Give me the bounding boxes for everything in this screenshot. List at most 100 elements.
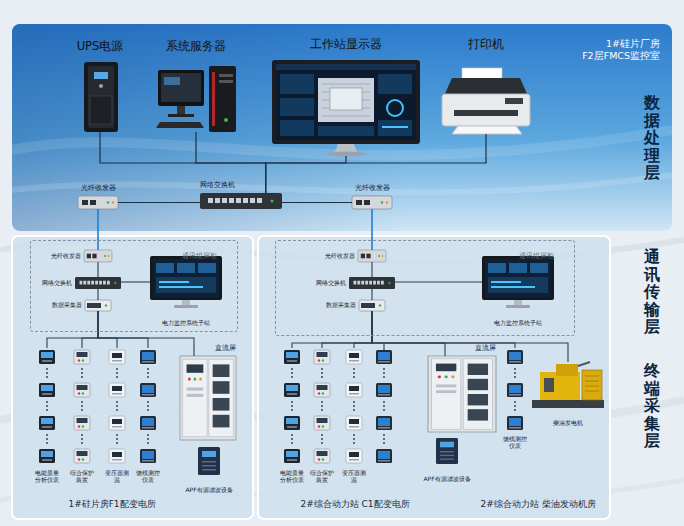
ups-icon	[84, 62, 118, 132]
meter-icons-part	[346, 416, 362, 430]
meter-icons-part	[284, 383, 300, 397]
meter-icons-part	[383, 343, 384, 350]
substation-panel: 2#综合动力站 C1配变电所2#综合动力站 柴油发动机房通讯组屏柜光纤收发器网络…	[258, 236, 610, 519]
network-switch: 网络交换机	[349, 277, 395, 289]
meter-icons-part	[39, 449, 55, 463]
meter-column: 变压器测温	[108, 348, 126, 465]
ups-icon-part	[94, 72, 108, 79]
label-box: APF有源滤波设备	[356, 466, 538, 485]
meter-icons-part	[353, 401, 355, 411]
meter-icons-part	[383, 434, 385, 444]
meter-icons-part	[74, 350, 90, 364]
meter-icons-part	[376, 350, 392, 364]
meter-icons-part	[140, 416, 156, 430]
wire	[282, 202, 352, 203]
meter-icons-part	[507, 350, 523, 364]
label-box: 光纤收发器	[272, 175, 472, 194]
workstation-monitor-icon-part	[280, 98, 314, 116]
label-box: 馈线测控仪表	[426, 433, 604, 452]
meter-icons-part	[147, 368, 149, 378]
device-label: 数据采集器	[52, 302, 82, 309]
cabinet-icons-part	[198, 447, 220, 475]
substation-monitor: 电力监控系统子站	[482, 256, 554, 308]
server-icon	[156, 66, 236, 132]
fiber-transceiver: 光纤收发器	[352, 196, 392, 209]
device-label: APF有源滤波设备	[185, 487, 232, 494]
server-icon-part	[161, 73, 201, 102]
label-box: 通讯传输层	[644, 248, 660, 336]
cabinet-title: 通讯组屏柜	[519, 253, 554, 260]
workstation-monitor-icon-part	[280, 120, 314, 136]
substation-panel-fill-part	[12, 236, 253, 519]
device-label: 工作站显示器	[310, 38, 382, 51]
cabinet-icons	[180, 356, 496, 475]
meter-icons-part	[291, 401, 293, 411]
printer-icon-part	[505, 98, 523, 104]
device-label: 电力监控系统子站	[162, 320, 210, 327]
workstation-monitor-icon-part	[378, 74, 412, 94]
device-label: 网络交换机	[316, 280, 346, 287]
meter-icons-part	[74, 449, 90, 463]
meter-icons-part	[383, 368, 385, 378]
fiber-transceiver: 光纤收发器	[358, 250, 386, 262]
cabinet-icons-part	[180, 356, 236, 440]
meter-icons-part	[514, 401, 516, 411]
meter-label: 电能质量分析仪表	[279, 470, 304, 484]
workstation-monitor-icon-part	[272, 60, 420, 144]
meter-icons-part	[116, 434, 118, 444]
workstation-monitor-icon-part	[326, 152, 366, 157]
meter-icons-part	[284, 449, 300, 463]
label-box: 数据采集器	[52, 300, 82, 311]
meter-icons-part	[81, 368, 83, 378]
printer-icon-part	[442, 94, 530, 126]
workstation-monitor-icon-part	[276, 64, 416, 70]
server-icon-part	[224, 118, 228, 122]
wire	[372, 311, 445, 356]
meter-column: 变压器测温	[345, 348, 363, 465]
meter-label: 电能质量分析仪表	[34, 470, 59, 484]
meter-icons-part	[376, 449, 392, 463]
label-box: 通讯组屏柜	[519, 243, 554, 262]
label-box: 打印机	[362, 33, 610, 52]
meter-icons-part	[81, 434, 83, 444]
diesel-generator: 柴油发电机	[532, 362, 604, 408]
wire	[266, 156, 346, 193]
diesel-generator-icon-part	[556, 364, 578, 376]
device-label: 网络交换机	[42, 280, 72, 287]
printer-icon	[442, 68, 530, 134]
server-device: 系统服务器	[156, 66, 236, 132]
server-icon-part	[158, 70, 204, 106]
server-icon-part	[212, 72, 215, 126]
meter-column: 电能质量分析仪表	[38, 348, 56, 465]
diesel-generator-icon-part	[544, 378, 554, 392]
meter-icons-part	[46, 434, 48, 444]
meter-icons-part	[46, 368, 48, 378]
wire	[371, 209, 373, 250]
wire	[82, 311, 98, 348]
diesel-generator-icon-part	[582, 370, 602, 400]
device-label: 光纤收发器	[355, 185, 390, 192]
server-icon-part	[177, 106, 185, 114]
meter-icons-part	[116, 368, 118, 378]
device-label: 直流屏	[475, 345, 496, 352]
meter-icons-part	[284, 416, 300, 430]
server-icon-part	[209, 66, 236, 132]
layer-band-fill-part	[12, 175, 672, 192]
server-icon-part	[168, 114, 194, 117]
printer-icon-part	[454, 110, 518, 116]
label-box: 数据处理层	[644, 94, 660, 182]
label-box: 1#硅片房F1配变电所	[52, 492, 172, 511]
meter-icons-part	[376, 416, 392, 430]
panel-title: 1#硅片房F1配变电所	[68, 499, 155, 509]
wire	[97, 262, 98, 277]
wire	[121, 281, 150, 282]
comm-cabinet: 通讯组屏柜光纤收发器网络交换机数据采集器电力监控系统子站	[275, 240, 575, 336]
cabinet-icons-part	[436, 438, 458, 464]
workstation-monitor-icon-part	[382, 126, 408, 128]
panel-title: 2#综合动力站 柴油发动机房	[480, 499, 595, 509]
printer-icon-part	[444, 78, 528, 96]
meter-icons-part	[109, 383, 125, 397]
network-device-icons-part	[200, 193, 282, 209]
meter-icons-part	[81, 401, 83, 411]
